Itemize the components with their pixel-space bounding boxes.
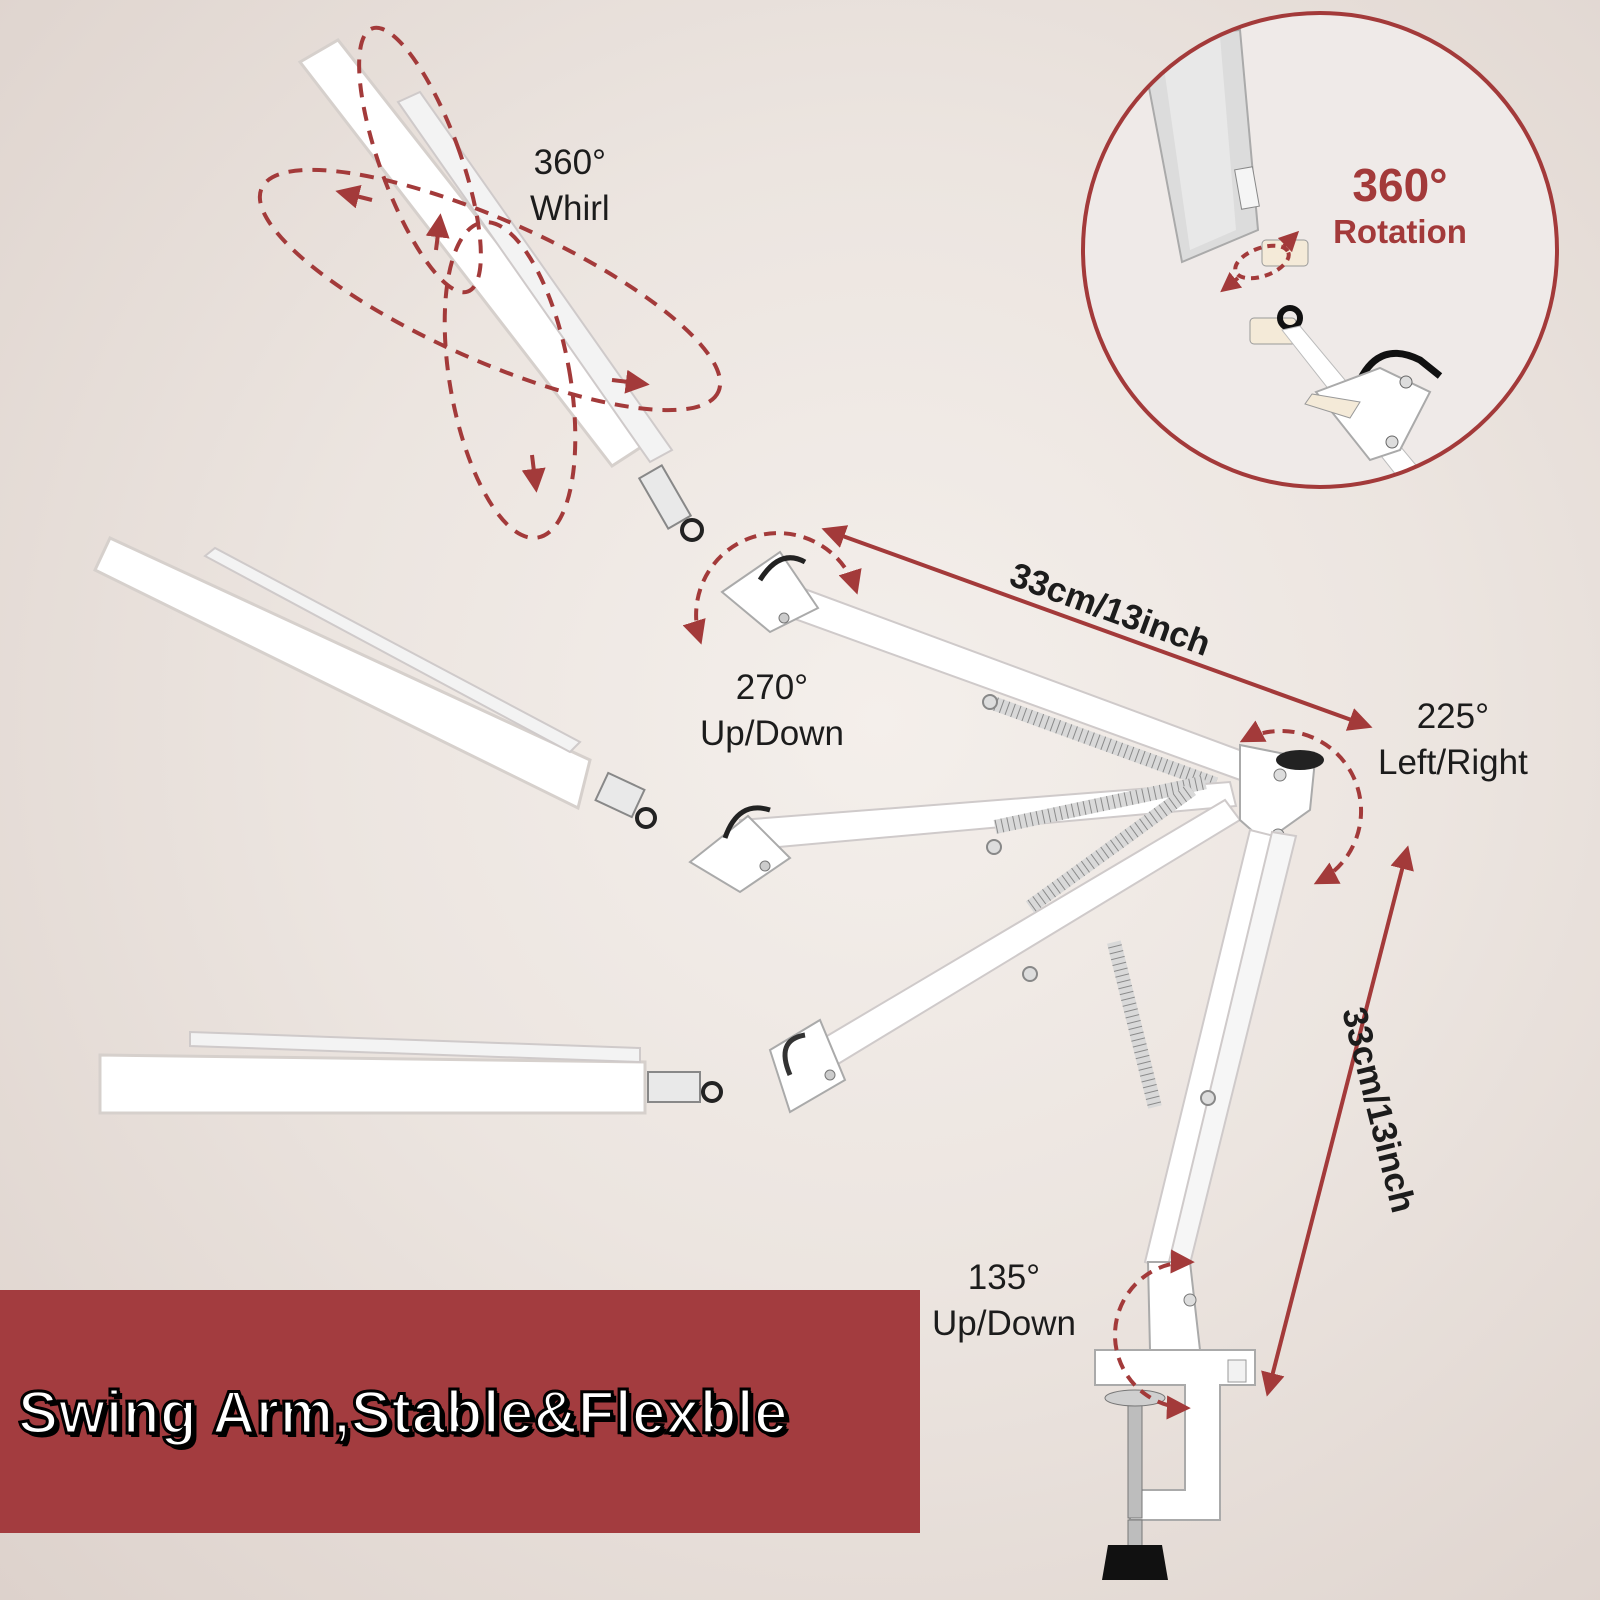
head-tilt-arrow [682,531,862,645]
upper-arm-dimension-arrow [821,525,1373,731]
lower-arm-dimension-arrow [1261,845,1414,1397]
inset-rotation-label: 360° Rotation [1310,158,1490,252]
head-updown-label: 270° Up/Down [700,665,844,757]
banner-title: Swing Arm,Stable&Flexble [17,1378,789,1448]
whirl-label: 360° Whirl [530,140,610,232]
leftright-degrees: 225° [1416,697,1490,736]
lower-arm [1107,828,1298,1274]
base-updown-text: Up/Down [932,1304,1076,1343]
leftright-text: Left/Right [1378,743,1528,782]
lamp-head-top [297,38,704,542]
lamp-head-middle [93,536,657,829]
inset-text: Rotation [1333,213,1467,250]
rotation-detail-inset [1081,11,1559,489]
base-updown-label: 135° Up/Down [932,1255,1076,1347]
leftright-label: 225° Left/Right [1378,694,1528,786]
upper-arm-middle [688,775,1238,894]
feature-banner [0,1290,920,1533]
inset-degrees: 360° [1352,159,1448,211]
whirl-degrees: 360° [533,143,607,182]
head-updown-text: Up/Down [700,714,844,753]
whirl-arrows [257,25,723,540]
lamp-head-bottom [98,1030,723,1115]
base-updown-degrees: 135° [967,1258,1041,1297]
elbow-swivel-arrow [1239,720,1364,885]
head-updown-degrees: 270° [735,668,809,707]
elbow-joint [1239,743,1324,844]
whirl-text: Whirl [530,189,610,228]
upper-arm-bottom [768,783,1242,1114]
